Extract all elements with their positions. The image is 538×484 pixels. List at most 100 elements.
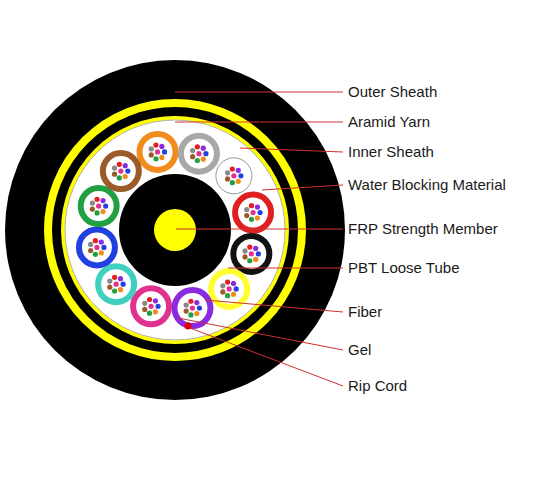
fiber	[148, 304, 153, 309]
fiber	[147, 311, 152, 316]
fiber	[101, 245, 106, 250]
fiber	[231, 292, 236, 297]
part-label: PBT Loose Tube	[348, 259, 459, 277]
water-blocking	[65, 120, 285, 340]
fiber	[149, 146, 154, 151]
fiber	[159, 144, 164, 149]
fiber	[244, 213, 249, 218]
fiber	[99, 239, 104, 244]
pbt-loose-tube	[81, 188, 117, 224]
fiber	[159, 155, 164, 160]
fiber	[118, 276, 123, 281]
leader-lines	[175, 92, 343, 386]
fiber	[95, 210, 100, 215]
fiber	[201, 146, 206, 151]
fiber	[255, 204, 260, 209]
fiber	[234, 286, 239, 291]
fiber	[201, 157, 206, 162]
fiber	[188, 299, 193, 304]
aramid-inner	[63, 118, 287, 342]
pbt-loose-tube	[181, 136, 217, 172]
fiber	[112, 165, 117, 170]
fiber	[225, 293, 230, 298]
fiber	[114, 282, 119, 287]
part-label: FRP Strength Member	[348, 220, 498, 238]
fiber	[242, 248, 247, 253]
fiber	[100, 198, 105, 203]
fiber	[107, 279, 112, 284]
part-label: Gel	[348, 341, 371, 359]
fiber	[112, 288, 117, 293]
fiber	[236, 179, 241, 184]
fiber	[196, 151, 201, 156]
fiber	[249, 203, 254, 208]
outer-sheath	[5, 60, 345, 400]
fiber	[123, 174, 128, 179]
part-label: Rip Cord	[348, 377, 407, 395]
fiber	[112, 275, 117, 280]
part-label: Water Blocking Material	[348, 176, 506, 194]
fiber	[227, 286, 232, 291]
fiber	[231, 281, 236, 286]
fiber	[142, 307, 147, 312]
loose-tubes	[79, 134, 271, 326]
fiber	[188, 312, 193, 317]
fiber	[94, 245, 99, 250]
fiber	[195, 158, 200, 163]
fiber	[90, 207, 95, 212]
pbt-loose-tube	[233, 236, 269, 272]
fiber	[153, 156, 158, 161]
fiber	[225, 176, 230, 181]
fiber	[149, 152, 154, 157]
fiber	[155, 304, 160, 309]
fiber	[230, 180, 235, 185]
fiber	[194, 300, 199, 305]
fiber	[203, 151, 208, 156]
fiber	[184, 302, 189, 307]
pbt-loose-tube	[216, 158, 252, 194]
fiber	[100, 209, 105, 214]
fiber	[231, 173, 236, 178]
pbt-loose-tube	[133, 288, 169, 324]
fiber	[117, 162, 122, 167]
fiber	[103, 203, 108, 208]
fiber	[255, 215, 260, 220]
fiber	[117, 175, 122, 180]
fiber	[162, 149, 167, 154]
part-label: Fiber	[348, 303, 382, 321]
fiber	[96, 203, 101, 208]
fiber	[107, 285, 112, 290]
fiber	[184, 309, 189, 314]
fiber	[190, 148, 195, 153]
fiber	[230, 166, 235, 171]
fiber	[236, 168, 241, 173]
part-label: Outer Sheath	[348, 83, 437, 101]
fiber	[121, 282, 126, 287]
fiber	[225, 279, 230, 284]
fiber	[88, 242, 93, 247]
fiber	[238, 173, 243, 178]
fiber	[190, 305, 195, 310]
fiber	[194, 311, 199, 316]
fiber	[123, 163, 128, 168]
fiber	[90, 200, 95, 205]
part-label: Aramid Yarn	[348, 113, 430, 131]
fiber	[257, 210, 262, 215]
inner-sheath	[57, 112, 293, 348]
fiber	[118, 287, 123, 292]
fiber	[247, 258, 252, 263]
fiber	[93, 238, 98, 243]
pbt-loose-tube	[79, 229, 115, 265]
aramid-yarn	[48, 103, 302, 357]
fiber	[155, 149, 160, 154]
fiber	[249, 217, 254, 222]
fiber	[88, 248, 93, 253]
fiber	[250, 210, 255, 215]
fiber	[195, 144, 200, 149]
fiber	[147, 297, 152, 302]
fiber	[190, 154, 195, 159]
fiber	[153, 309, 158, 314]
pbt-loose-tube	[140, 134, 176, 170]
fiber	[220, 283, 225, 288]
fiber	[93, 252, 98, 257]
